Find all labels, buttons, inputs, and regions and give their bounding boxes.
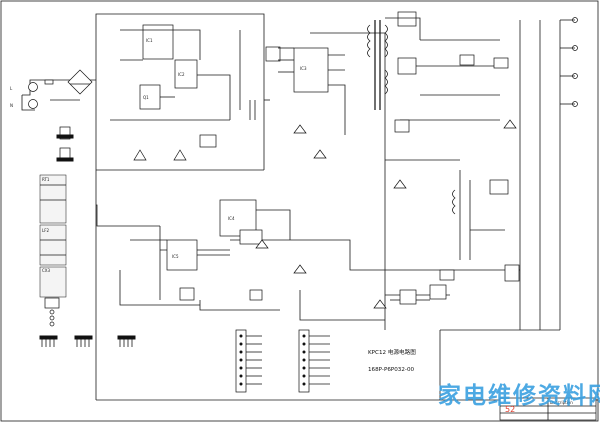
board-title: KPC12 电源电路图 [368, 348, 416, 356]
bottom-connectors [235, 329, 330, 393]
title-block: Description [499, 397, 597, 421]
left-filter-column: RT1 LF2 CX3 [39, 174, 67, 327]
svg-text:IC4: IC4 [228, 216, 235, 221]
main-transformer [367, 11, 440, 110]
svg-text:RT1: RT1 [42, 177, 50, 182]
watermark-logo: 家电维修资料网 52 [438, 382, 600, 414]
standby-controller: IC4 IC5 [130, 199, 307, 301]
bulk-capacitor-area [239, 30, 281, 120]
watermark-text: 家电维修资料网 [438, 382, 600, 409]
standby-section [393, 170, 520, 282]
svg-text:LF2: LF2 [42, 228, 50, 233]
output-regulators [373, 284, 447, 309]
main-switching-ic: IC3 [278, 47, 346, 159]
output-connector [560, 17, 578, 107]
heatsink-symbols [39, 335, 136, 347]
svg-text:N: N [10, 103, 13, 108]
pfc-controller-block: IC1 Q1 IC2 [110, 24, 231, 161]
ac-input-section: L N [10, 69, 93, 162]
secondary-rectifiers [394, 39, 517, 133]
watermark-url: 52 [505, 405, 515, 414]
svg-text:Q1: Q1 [143, 95, 149, 100]
board-title-block: KPC12 电源电路图 168P-P6P032-00 [368, 348, 416, 373]
board-code: 168P-P6P032-00 [368, 367, 415, 373]
svg-text:IC3: IC3 [300, 66, 307, 71]
svg-text:L: L [10, 86, 13, 91]
title-block-label: Description [550, 400, 573, 405]
svg-text:IC1: IC1 [146, 38, 153, 43]
svg-text:IC5: IC5 [172, 254, 179, 259]
svg-text:IC2: IC2 [178, 72, 185, 77]
svg-text:CX3: CX3 [42, 268, 51, 273]
